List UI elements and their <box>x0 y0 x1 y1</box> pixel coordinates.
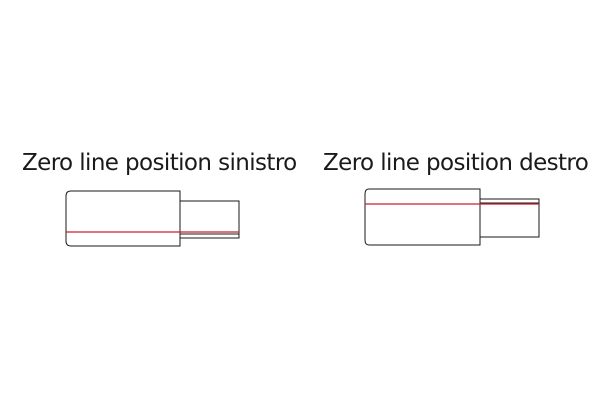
connector-destro <box>364 188 540 246</box>
connector-body-destro <box>364 188 481 246</box>
caption-zero-line-sinistro: Zero line position sinistro <box>22 150 297 176</box>
connector-body-sinistro <box>65 190 181 247</box>
connector-plug-destro <box>479 198 540 238</box>
connector-sinistro <box>65 190 240 247</box>
caption-zero-line-destro: Zero line position destro <box>323 150 589 176</box>
